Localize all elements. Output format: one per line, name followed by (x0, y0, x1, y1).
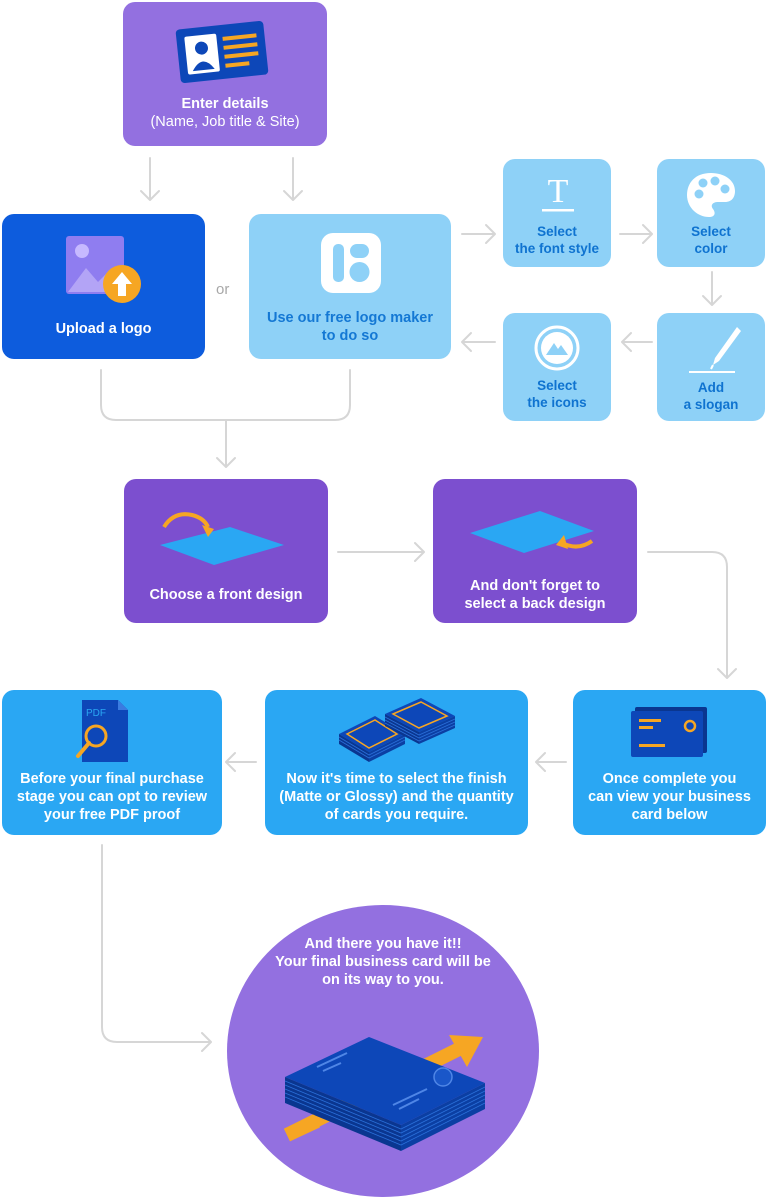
slogan-line1: Add (697, 380, 725, 395)
slogan-line2: a slogan (683, 397, 739, 412)
final-line2: Your final business card will be (275, 954, 491, 970)
logo-maker-box: Use our free logo maker to do so (249, 214, 451, 359)
pen-icon (689, 327, 741, 373)
view-card-line2: can view your business (588, 789, 751, 805)
business-card-icon (631, 707, 707, 757)
upload-logo-label: Upload a logo (55, 321, 152, 337)
back-card-icon (470, 511, 594, 553)
view-card-line1: Once complete you (602, 771, 737, 787)
logo-maker-line1: Use our free logo maker (267, 310, 433, 326)
back-design-box: And don't forget to select a back design (433, 479, 637, 623)
mountain-icon (534, 325, 580, 371)
finish-line2: (Matte or Glossy) and the quantity (279, 789, 514, 805)
final-line3: on its way to you. (322, 972, 444, 988)
card-stack-shipping-icon (283, 1035, 486, 1151)
final-line1: And there you have it!! (304, 936, 462, 952)
review-proof-line3: your free PDF proof (43, 807, 181, 823)
enter-details-title: Enter details (181, 96, 269, 112)
back-design-line1: And don't forget to (470, 578, 600, 594)
logo-maker-icon (321, 233, 381, 293)
front-card-icon (160, 512, 284, 565)
color-line1: Select (691, 224, 731, 239)
finish-line3: of cards you require. (324, 807, 469, 823)
slogan-box: Add a slogan (657, 313, 765, 421)
upload-logo-box: Upload a logo (2, 214, 205, 359)
font-t-icon: T (542, 175, 574, 212)
color-line2: color (694, 241, 728, 256)
enter-details-subtitle: (Name, Job title & Site) (150, 114, 300, 130)
back-design-line2: select a back design (464, 596, 606, 612)
font-style-line1: Select (537, 224, 577, 239)
color-box: Select color (657, 159, 765, 267)
review-proof-box: PDF Before your final purchase stage you… (2, 690, 222, 835)
logo-maker-line2: to do so (321, 328, 379, 344)
final-circle: And there you have it!! Your final busin… (227, 905, 539, 1197)
view-card-box: Once complete you can view your business… (573, 690, 766, 835)
icons-line1: Select (537, 378, 577, 393)
image-upload-icon (66, 236, 141, 303)
font-style-line2: the font style (514, 241, 599, 256)
svg-text:T: T (548, 175, 569, 210)
card-stacks-icon (338, 698, 456, 762)
review-proof-line1: Before your final purchase (20, 771, 204, 787)
enter-details-box: Enter details (Name, Job title & Site) (123, 2, 327, 146)
pdf-search-icon: PDF (76, 700, 128, 762)
finish-line1: Now it's time to select the finish (286, 771, 507, 787)
review-proof-line2: stage you can opt to review (16, 789, 208, 805)
palette-icon (687, 173, 735, 217)
id-card-icon (175, 20, 269, 84)
font-style-box: T Select the font style (503, 159, 611, 267)
icons-box: Select the icons (503, 313, 611, 421)
icons-line2: the icons (527, 395, 587, 410)
front-design-label: Choose a front design (149, 587, 303, 603)
view-card-line3: card below (631, 807, 708, 823)
front-design-box: Choose a front design (124, 479, 328, 623)
finish-box: Now it's time to select the finish (Matt… (265, 690, 528, 835)
pdf-label: PDF (86, 708, 106, 719)
or-text: or (216, 281, 230, 298)
